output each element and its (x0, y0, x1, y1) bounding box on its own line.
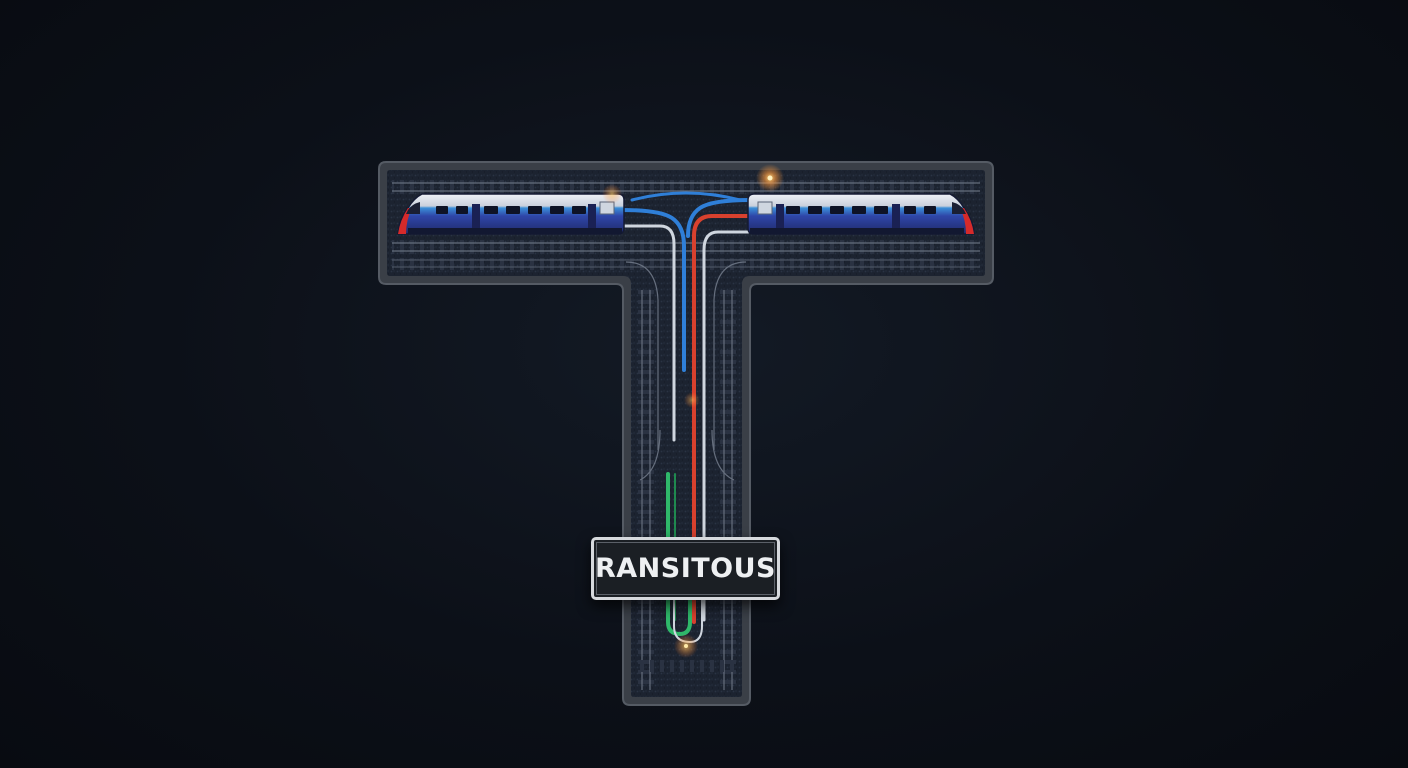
station-sign: RANSITOUS (591, 537, 780, 600)
cable-red (692, 214, 752, 624)
cable-white-left (620, 224, 676, 442)
spark-glow-2 (684, 392, 700, 408)
cable-white-right (702, 230, 750, 622)
cable-blue-top (630, 191, 742, 202)
cable-blue-left (620, 208, 686, 372)
left-train (397, 193, 625, 235)
cable-green (666, 472, 692, 637)
spark-glow (602, 184, 622, 204)
station-sign-label: RANSITOUS (594, 553, 776, 584)
cable-blue-right (686, 198, 752, 238)
t-track-bed (387, 170, 985, 697)
right-train (747, 193, 975, 235)
cables (620, 191, 752, 644)
